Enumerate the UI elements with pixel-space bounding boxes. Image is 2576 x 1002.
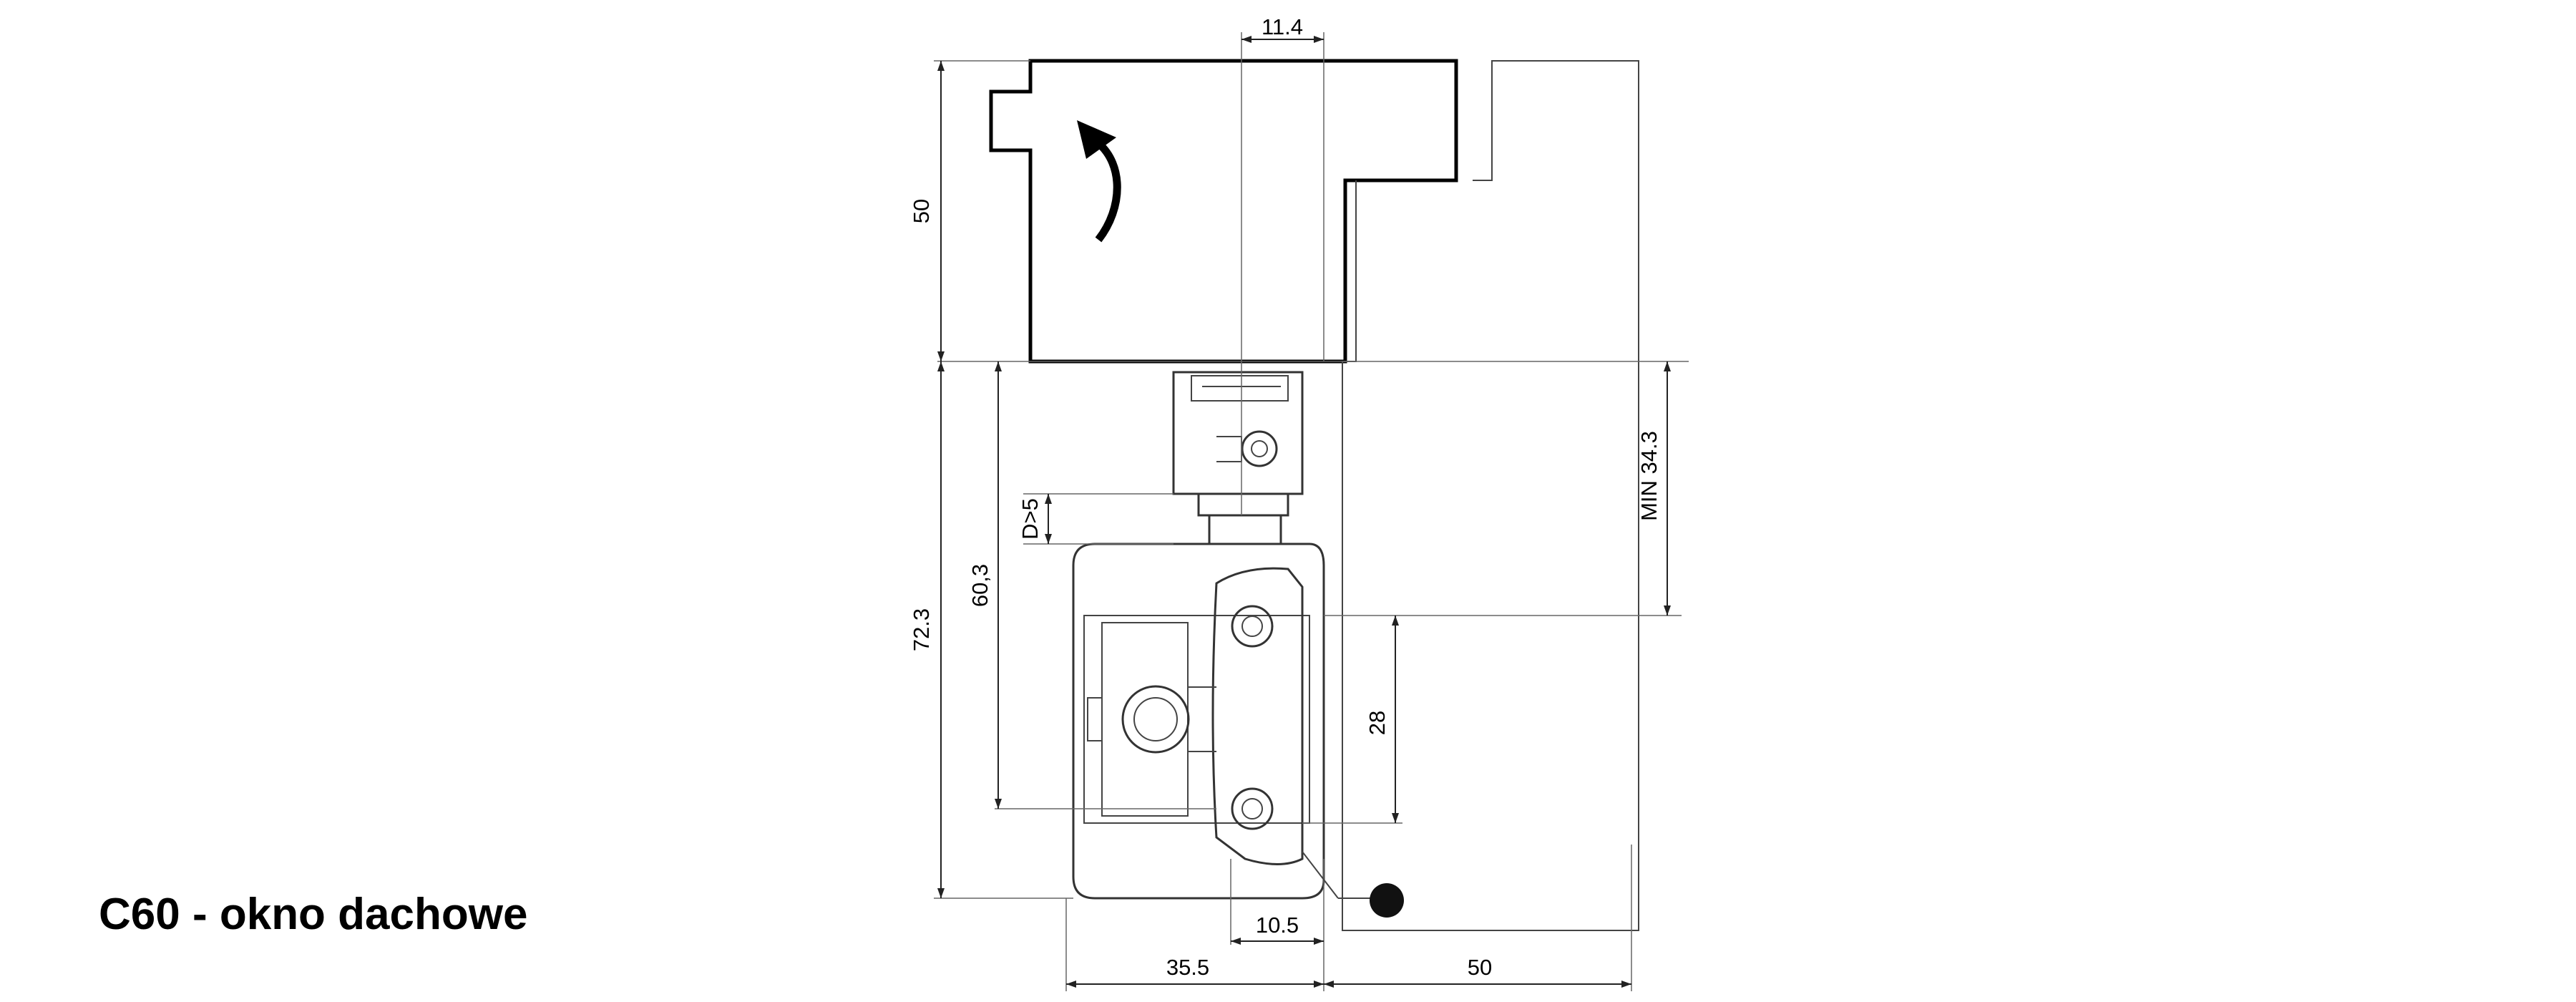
- dim-total-height: 72.3: [909, 608, 934, 651]
- diagram-caption: C60 - okno dachowe: [99, 890, 528, 939]
- dim-width-left: 35.5: [1166, 955, 1209, 980]
- dim-offset: 10.5: [1256, 913, 1299, 938]
- frame-outline: [1342, 60, 1639, 931]
- dim-height-60: 60,3: [967, 564, 992, 607]
- sash-profile: [989, 59, 1458, 364]
- lock-body: [1072, 543, 1325, 900]
- dim-sash-height: 50: [909, 199, 934, 223]
- rotation-arrow-icon: [1077, 120, 1121, 243]
- dim-min-height: MIN 34.3: [1636, 431, 1662, 521]
- dimension-lines: [940, 39, 1668, 985]
- dim-width-right: 50: [1468, 955, 1492, 980]
- mount-point-marker-icon: [1370, 883, 1404, 918]
- dim-d-gap: D>5: [1018, 498, 1043, 540]
- hinge-bracket: [1172, 371, 1304, 545]
- dim-hole-spacing: 28: [1365, 711, 1390, 735]
- dim-top-width: 11.4: [1262, 14, 1303, 39]
